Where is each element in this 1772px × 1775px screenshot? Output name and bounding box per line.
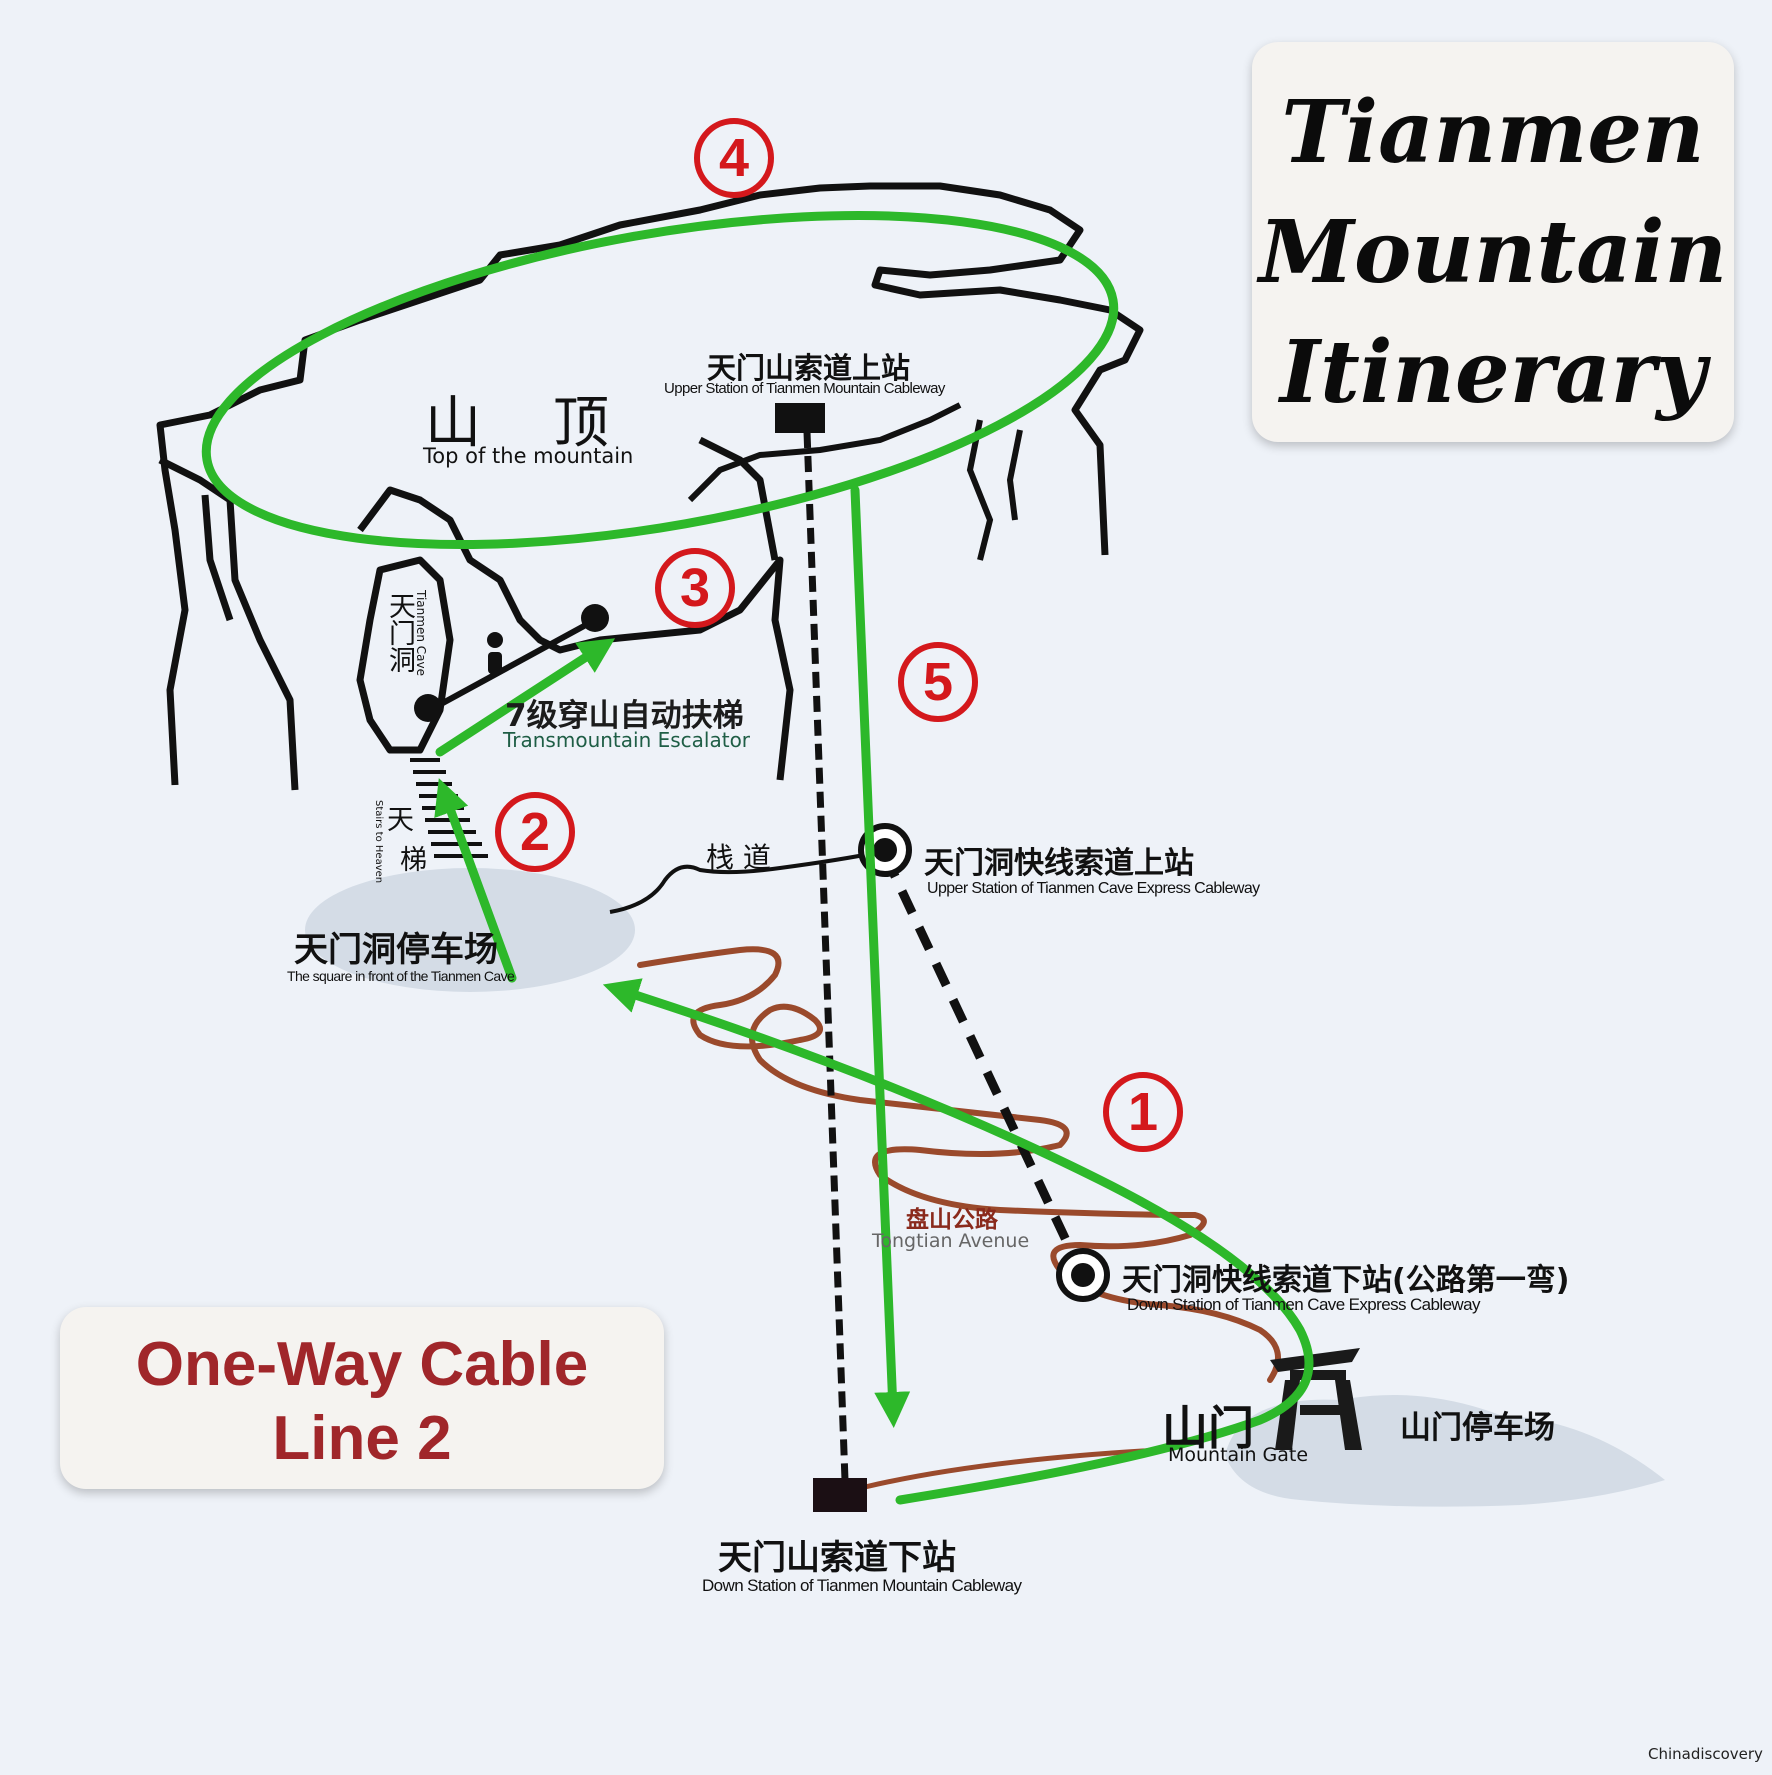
route-segment-2 [434,778,517,983]
stairs-label-en: Stairs to Heaven [373,800,384,884]
itinerary-route [201,211,1314,1505]
express-down-label-zh: 天门洞快线索道下站(公路第一弯) [1122,1263,1570,1298]
step-5-marker: 5 [898,642,978,722]
step-3-marker: 3 [655,548,735,628]
mountain-gate-label-zh: 山门 [1162,1401,1254,1455]
title-line-2: Mountain [1258,202,1728,303]
avenue-label-en: Tongtian Avenue [872,1230,1030,1252]
winding-road [637,946,1281,1383]
step-2-marker: 2 [495,792,575,872]
plank-road-label: 栈 道 [706,841,771,874]
route-segment-1 [602,978,1314,1505]
cave-square-label-en: The square in front of the Tianmen Cave [287,968,515,984]
express-down-label-en: Down Station of Tianmen Cave Express Cab… [1127,1295,1480,1314]
watermark: Chinadiscovery [1648,1745,1763,1763]
escalator-label-en: Transmountain Escalator [503,728,751,752]
escalator-line [428,617,597,713]
title-card: Tianmen Mountain Itinerary [1252,42,1734,442]
express-cableway-line [880,853,1085,1272]
title-line-1: Tianmen [1281,82,1705,183]
upper-station-marker [775,403,825,433]
escalator-bottom-dot [414,694,442,722]
road-to-down-station [864,1447,1161,1490]
stairs-label-zh-2: 梯 [400,845,427,876]
stairs-label-zh-1: 天 [387,805,414,836]
route-card-line-2: Line 2 [272,1404,452,1473]
mountain-ridge-inner [158,456,299,791]
summit-label-en: Top of the mountain [423,444,634,468]
step-1-marker: 1 [1103,1072,1183,1152]
express-upper-label-zh: 天门洞快线索道上站 [924,846,1194,881]
step-4-marker: 4 [694,118,774,198]
upper-station-label-zh: 天门山索道上站 [707,351,911,385]
down-station-marker [813,1478,867,1512]
escalator-top-dot [581,604,609,632]
cave-arch [356,556,454,754]
express-down-station-marker [1056,1248,1110,1302]
cave-square-label-zh: 天门洞停车场 [294,930,498,970]
summit-inner-ridge [687,402,962,503]
main-cableway-line [803,431,849,1481]
down-station-label-zh: 天门山索道下站 [718,1538,956,1578]
cave-label-zh: 天门洞 [384,592,415,673]
title-line-3: Itinerary [1279,322,1707,423]
avenue-label-zh: 盘山公路 [906,1207,998,1233]
down-station-label-en: Down Station of Tianmen Mountain Cablewa… [702,1576,1022,1595]
express-upper-label-en: Upper Station of Tianmen Cave Express Ca… [927,880,1260,897]
route-segment-4 [201,211,1119,549]
escalator-label-zh: 7级穿山自动扶梯 [505,698,744,734]
cave-square-cloud [305,868,635,992]
person-icon [487,632,503,674]
cave-label-en: Tianmen Cave [414,590,428,676]
gate-parking-label: 山门停车场 [1400,1410,1555,1446]
mountain-gate-cloud [1225,1395,1665,1507]
route-card: One-Way Cable Line 2 [60,1307,664,1489]
route-segment-5 [850,485,911,1428]
route-card-line-1: One-Way Cable [135,1330,589,1399]
summit-label-zh: 山 顶 [425,391,617,456]
upper-station-label-en: Upper Station of Tianmen Mountain Cablew… [664,380,945,397]
mountain-gate-icon [1270,1348,1362,1450]
plank-road [609,850,881,914]
route-segment-3 [435,638,616,757]
mountain-cliff-right [966,419,1023,561]
mountain-gate-label-en: Mountain Gate [1168,1444,1309,1466]
